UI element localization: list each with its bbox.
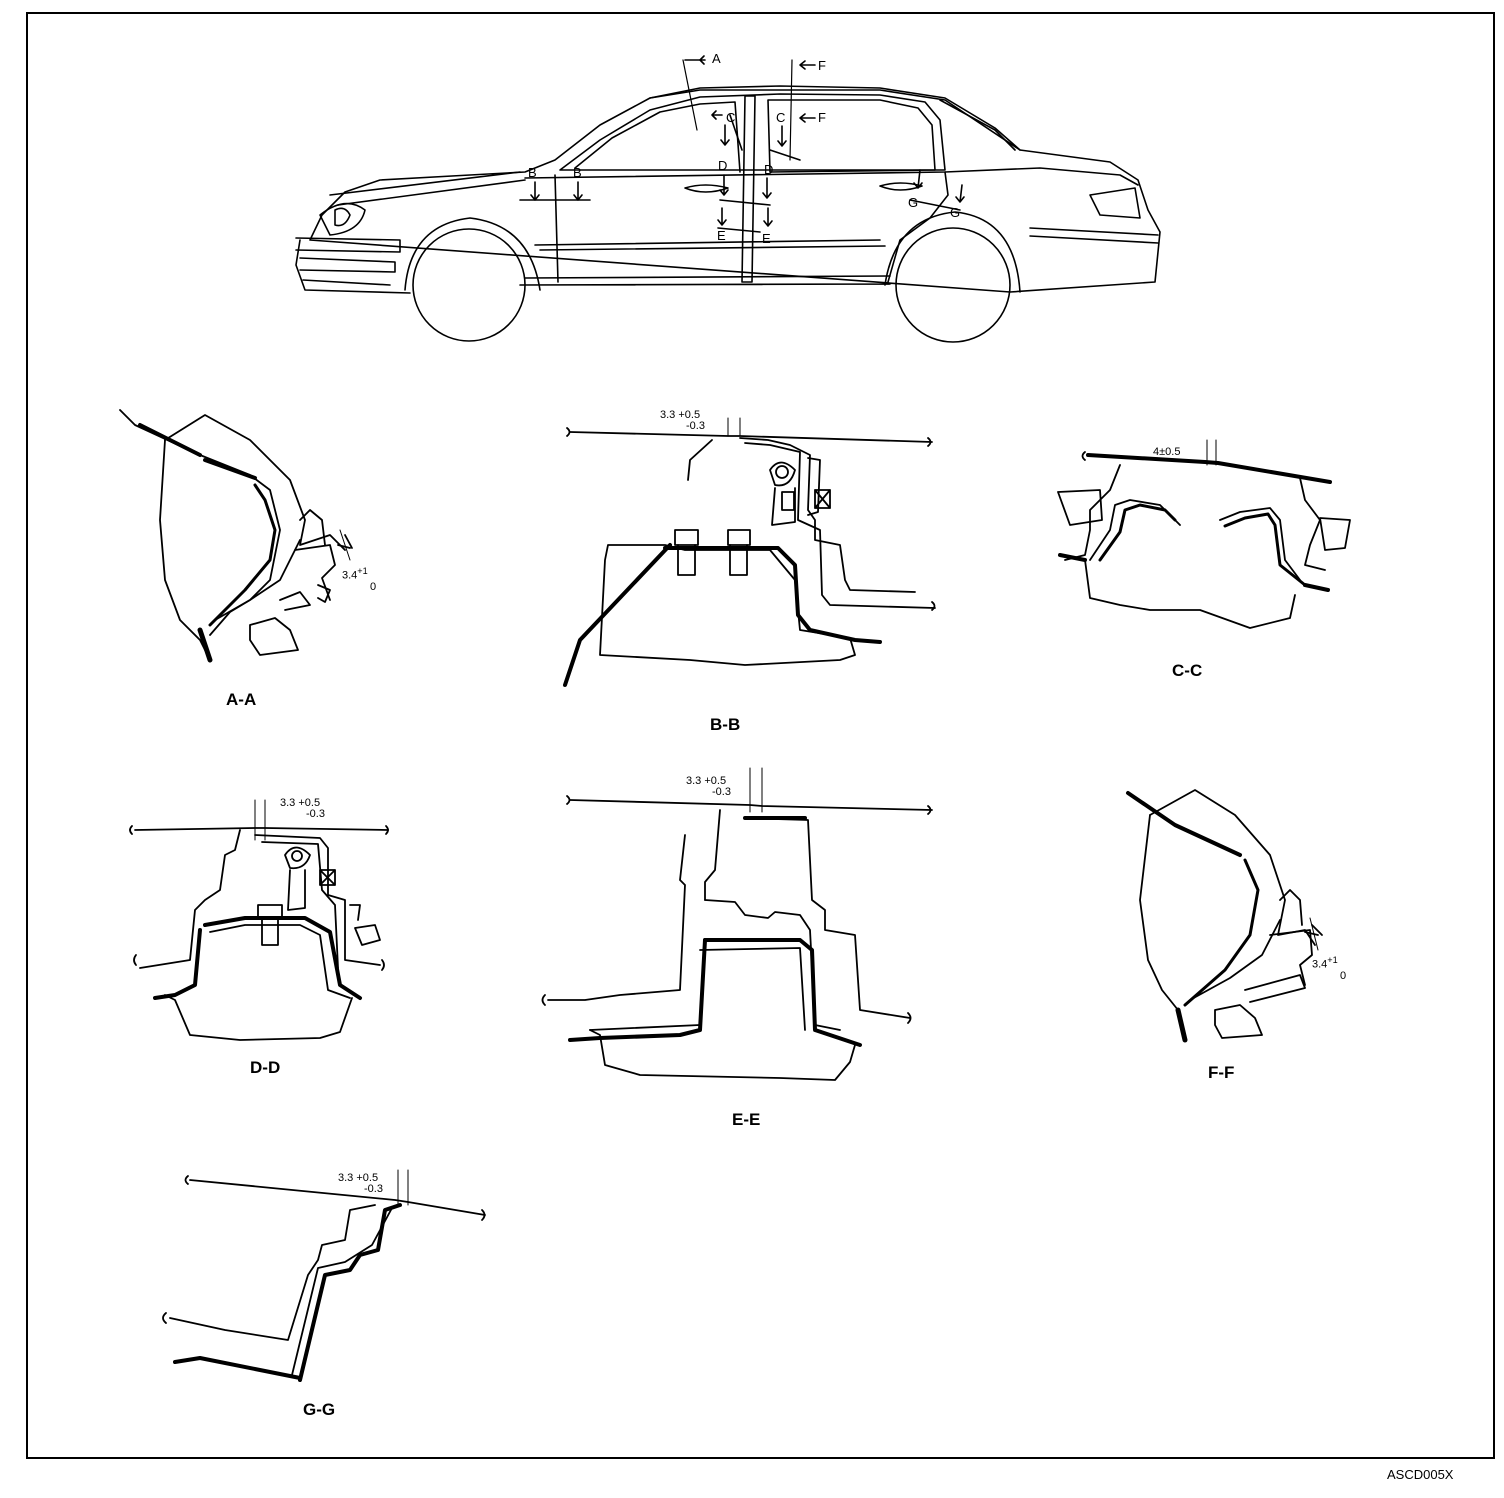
cut-marker-b-right: B [573, 165, 582, 180]
section-label-b-b: B-B [710, 715, 741, 734]
dim-d-d-upper: +0.5 [298, 797, 321, 809]
dim-b-b-upper: +0.5 [678, 409, 701, 421]
section-g-g-drawing [162, 1169, 486, 1382]
section-label-g-g: G-G [303, 1400, 336, 1419]
section-label-c-c: C-C [1172, 661, 1203, 680]
dim-a-a-value: 3.4 [342, 569, 358, 582]
dim-e-e-value: 3.3 [686, 775, 702, 787]
dim-e-e: 3.3 +0.5 -0.3 [686, 776, 731, 798]
dim-b-b-value: 3.3 [660, 409, 676, 421]
car-window-line [559, 93, 946, 171]
cut-marker-g-right: G [950, 205, 961, 220]
cut-marker-e-left: E [717, 228, 726, 243]
section-d-d-drawing [129, 799, 389, 1041]
car-side-view [295, 55, 1161, 343]
cut-marker-b-left: B [528, 165, 537, 180]
dim-a-a-upper: +1 [357, 566, 368, 576]
rear-wheel [895, 227, 1011, 343]
dim-d-d-lower: -0.3 [306, 808, 325, 820]
dim-e-e-lower: -0.3 [712, 786, 731, 798]
section-a-a-drawing [119, 409, 353, 663]
dim-g-g-lower: -0.3 [364, 1183, 383, 1195]
dim-g-g-upper: +0.5 [356, 1172, 379, 1184]
dim-f-f: 3.4+1 0 [1312, 955, 1346, 982]
rear-door-handle [879, 182, 923, 191]
cut-marker-d-right: D [764, 162, 774, 177]
dim-c-c: 4±0.5 [1153, 447, 1180, 458]
dim-e-e-upper: +0.5 [704, 775, 727, 787]
dim-a-a: 3.4+1 0 [342, 566, 376, 593]
cut-marker-f-lower: F [818, 110, 826, 125]
section-label-d-d: D-D [250, 1058, 281, 1077]
section-label-a-a: A-A [226, 690, 257, 709]
section-e-e-drawing [541, 767, 933, 1081]
diagram-frame [26, 12, 1495, 1459]
section-b-b-drawing [563, 417, 936, 687]
dim-f-f-lower: 0 [1340, 969, 1347, 982]
dim-c-c-value: 4±0.5 [1153, 446, 1181, 458]
front-wheel-arch [404, 217, 541, 291]
dim-b-b-lower: -0.3 [686, 420, 705, 432]
cut-marker-a-top: A [712, 51, 721, 66]
cut-marker-g-left: G [908, 195, 919, 210]
section-label-e-e: E-E [732, 1110, 761, 1129]
cut-marker-f-top: F [818, 58, 826, 73]
dim-d-d-value: 3.3 [280, 797, 296, 809]
dim-a-a-lower: 0 [370, 580, 377, 593]
front-door-line [554, 174, 559, 283]
dim-f-f-value: 3.4 [1312, 958, 1328, 971]
cut-marker-e-right: E [762, 231, 771, 246]
section-f-f-drawing [1126, 789, 1323, 1043]
dim-g-g: 3.3 +0.5 -0.3 [338, 1173, 383, 1195]
dim-f-f-upper: +1 [1327, 955, 1338, 965]
section-label-f-f: F-F [1208, 1063, 1235, 1082]
car-body-outline [295, 85, 1161, 294]
cut-marker-c-right: C [776, 110, 786, 125]
dim-g-g-value: 3.3 [338, 1172, 354, 1184]
front-wheel [412, 228, 526, 342]
rear-wheel-arch [884, 211, 1021, 293]
dim-d-d: 3.3 +0.5 -0.3 [280, 798, 325, 820]
front-door-handle [684, 184, 729, 193]
cut-marker-c-left: C [726, 110, 736, 125]
section-c-c-drawing [1057, 439, 1351, 629]
figure-code: ASCD005X [1387, 1467, 1454, 1482]
cut-marker-d-left: D [718, 158, 728, 173]
dim-b-b: 3.3 +0.5 -0.3 [660, 410, 705, 432]
